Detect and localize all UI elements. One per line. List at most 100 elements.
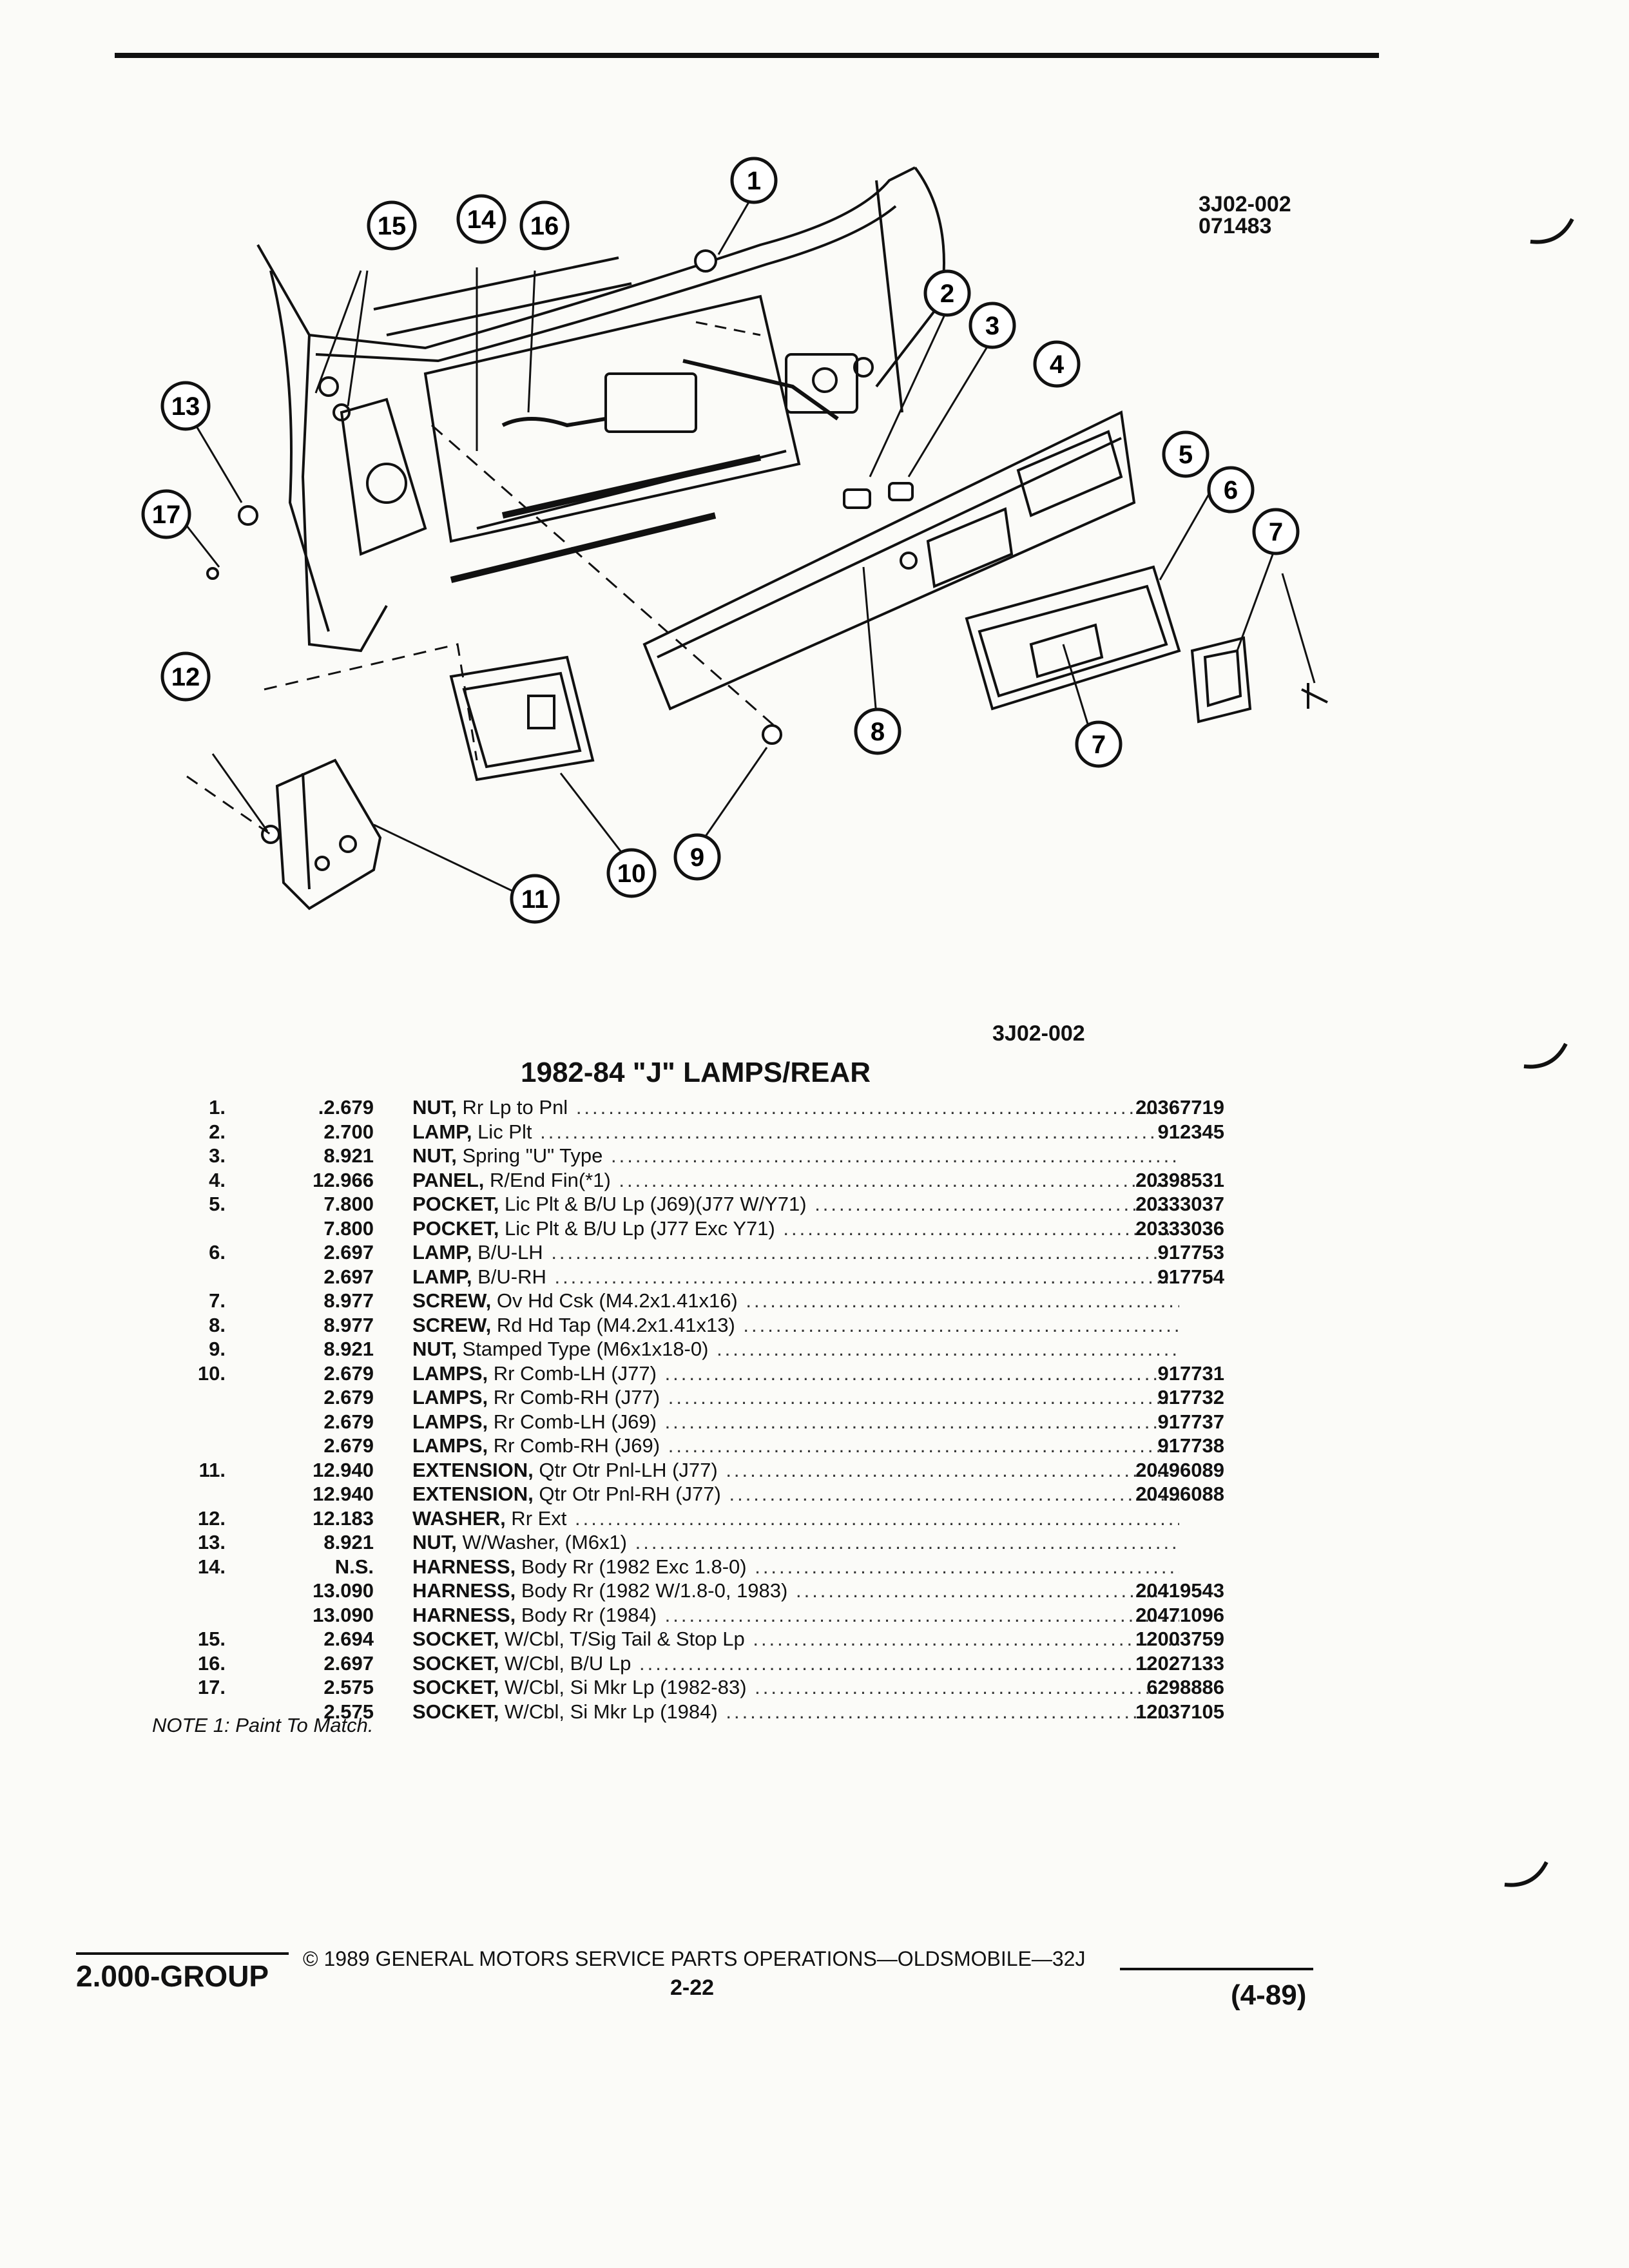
part-detail: Qtr Otr Pnl-LH (J77) [533,1458,718,1481]
part-description: NUT, Rr Lp to Pnl ......................… [412,1095,1179,1119]
figure-date: 071483 [1199,214,1272,238]
group-number: 7.800 [323,1193,374,1215]
leader-dots: ........................................… [717,1338,1179,1360]
part-number: 917753 [1157,1241,1224,1264]
leader-lines [182,193,1316,894]
callout-7-upper: 7 [1252,508,1300,555]
leader-dots: ........................................… [635,1531,1179,1553]
leader-dots: ........................................… [610,1168,1179,1191]
svg-text:9: 9 [690,843,704,872]
part-name: EXTENSION, [412,1458,534,1481]
part-detail: Rr Comb-RH (J69) [488,1434,660,1457]
group-number: 13.090 [313,1579,374,1602]
callout-13: 13 [160,381,211,431]
part-number: 917737 [1157,1410,1224,1433]
footer-group: 2.000-GROUP [76,1959,269,1993]
leader-dots: ........................................… [546,1265,1173,1288]
part-name: NUT, [412,1096,457,1119]
group-number: 13.090 [313,1603,374,1626]
backup-lamp [1190,636,1252,724]
part-detail: R/End Fin(*1) [484,1168,611,1191]
part-number: 20496089 [1135,1458,1224,1481]
group-number: 12.940 [313,1483,374,1505]
part-name: SOCKET, [412,1700,499,1723]
leader-dots: ........................................… [668,1434,1179,1457]
part-description: HARNESS, Body Rr (1982 W/1.8-0, 1983) ..… [412,1579,1179,1602]
part-description: PANEL, R/End Fin(*1) ...................… [412,1168,1179,1192]
group-number: 2.697 [323,1241,374,1264]
group-number: 8.977 [323,1289,374,1312]
part-name: NUT, [412,1144,457,1167]
item-number: 15. [197,1628,226,1650]
svg-text:17: 17 [152,501,181,529]
part-description: EXTENSION, Qtr Otr Pnl-RH (J77) ........… [412,1482,1179,1506]
part-number: 20333036 [1135,1216,1224,1240]
part-number: 12003759 [1135,1628,1224,1650]
leader-dots: ........................................… [566,1506,1179,1530]
leader-dots: ........................................… [726,1700,1179,1723]
footer-page-number: 2-22 [670,1975,715,2000]
part-description: LAMPS, Rr Comb-LH (J77) ................… [412,1361,1179,1385]
part-name: LAMPS, [412,1386,488,1408]
binder-mark [1523,1043,1568,1069]
part-name: HARNESS, [412,1579,516,1602]
svg-text:1: 1 [747,167,761,195]
part-detail: Rr Lp to Pnl [456,1096,568,1119]
part-description: SOCKET, W/Cbl, B/U Lp ..................… [412,1651,1179,1675]
part-detail: Body Rr (1984) [516,1603,657,1626]
part-name: LAMPS, [412,1361,488,1385]
part-detail: Ov Hd Csk (M4.2x1.41x16) [491,1289,738,1312]
part-name: LAMPS, [412,1410,488,1433]
svg-text:6: 6 [1224,476,1238,505]
quarter-panel-extension [275,758,382,910]
vehicle-rear-body [256,166,945,653]
group-number: 12.940 [313,1458,374,1481]
part-detail: W/Washer, (M6x1) [456,1531,628,1553]
item-number: 7. [209,1289,226,1312]
leader-dots: ........................................… [726,1458,1179,1481]
part-name: LAMP, [412,1265,472,1288]
part-detail: Rr Comb-LH (J77) [488,1361,657,1385]
group-number: 2.575 [323,1700,374,1723]
leader-dots: ........................................… [664,1410,1179,1433]
part-name: EXTENSION, [412,1483,534,1505]
part-number: 917754 [1157,1265,1224,1288]
group-number: 2.697 [323,1265,374,1288]
callout-1: 1 [730,157,778,204]
svg-text:7: 7 [1269,518,1283,546]
item-number: 13. [197,1531,226,1553]
part-description: NUT, Spring "U" Type ...................… [412,1144,1179,1168]
group-number: .2.679 [318,1096,374,1119]
leader-dots: ........................................… [755,1555,1179,1578]
part-name: SOCKET, [412,1628,499,1650]
leader-dots: ........................................… [664,1603,1179,1626]
part-name: LAMP, [412,1241,472,1264]
parts-row: 12.940 EXTENSION, Qtr Otr Pnl-RH (J77) ..… [142,1482,1224,1506]
callout-14: 14 [456,194,506,244]
item-number: 4. [209,1168,226,1191]
svg-text:3: 3 [985,312,999,340]
part-description: NUT, W/Washer, (M6x1) ..................… [412,1530,1179,1554]
leader-dots: ........................................… [746,1289,1179,1312]
group-number: 8.921 [323,1338,374,1360]
leader-dots: ........................................… [815,1193,1179,1215]
group-number: 2.694 [323,1628,374,1650]
leader-dots: ........................................… [668,1386,1179,1408]
license-pocket [965,565,1181,711]
part-number: 917738 [1157,1434,1224,1457]
binder-mark [1530,218,1574,244]
callout-17: 17 [141,489,191,539]
svg-text:8: 8 [871,718,885,746]
part-name: PANEL, [412,1168,485,1191]
item-number: 10. [197,1361,226,1385]
exploded-parts-diagram: 1 2 3 4 5 6 7 7 8 9 10 11 12 13 14 15 16… [141,157,1328,924]
